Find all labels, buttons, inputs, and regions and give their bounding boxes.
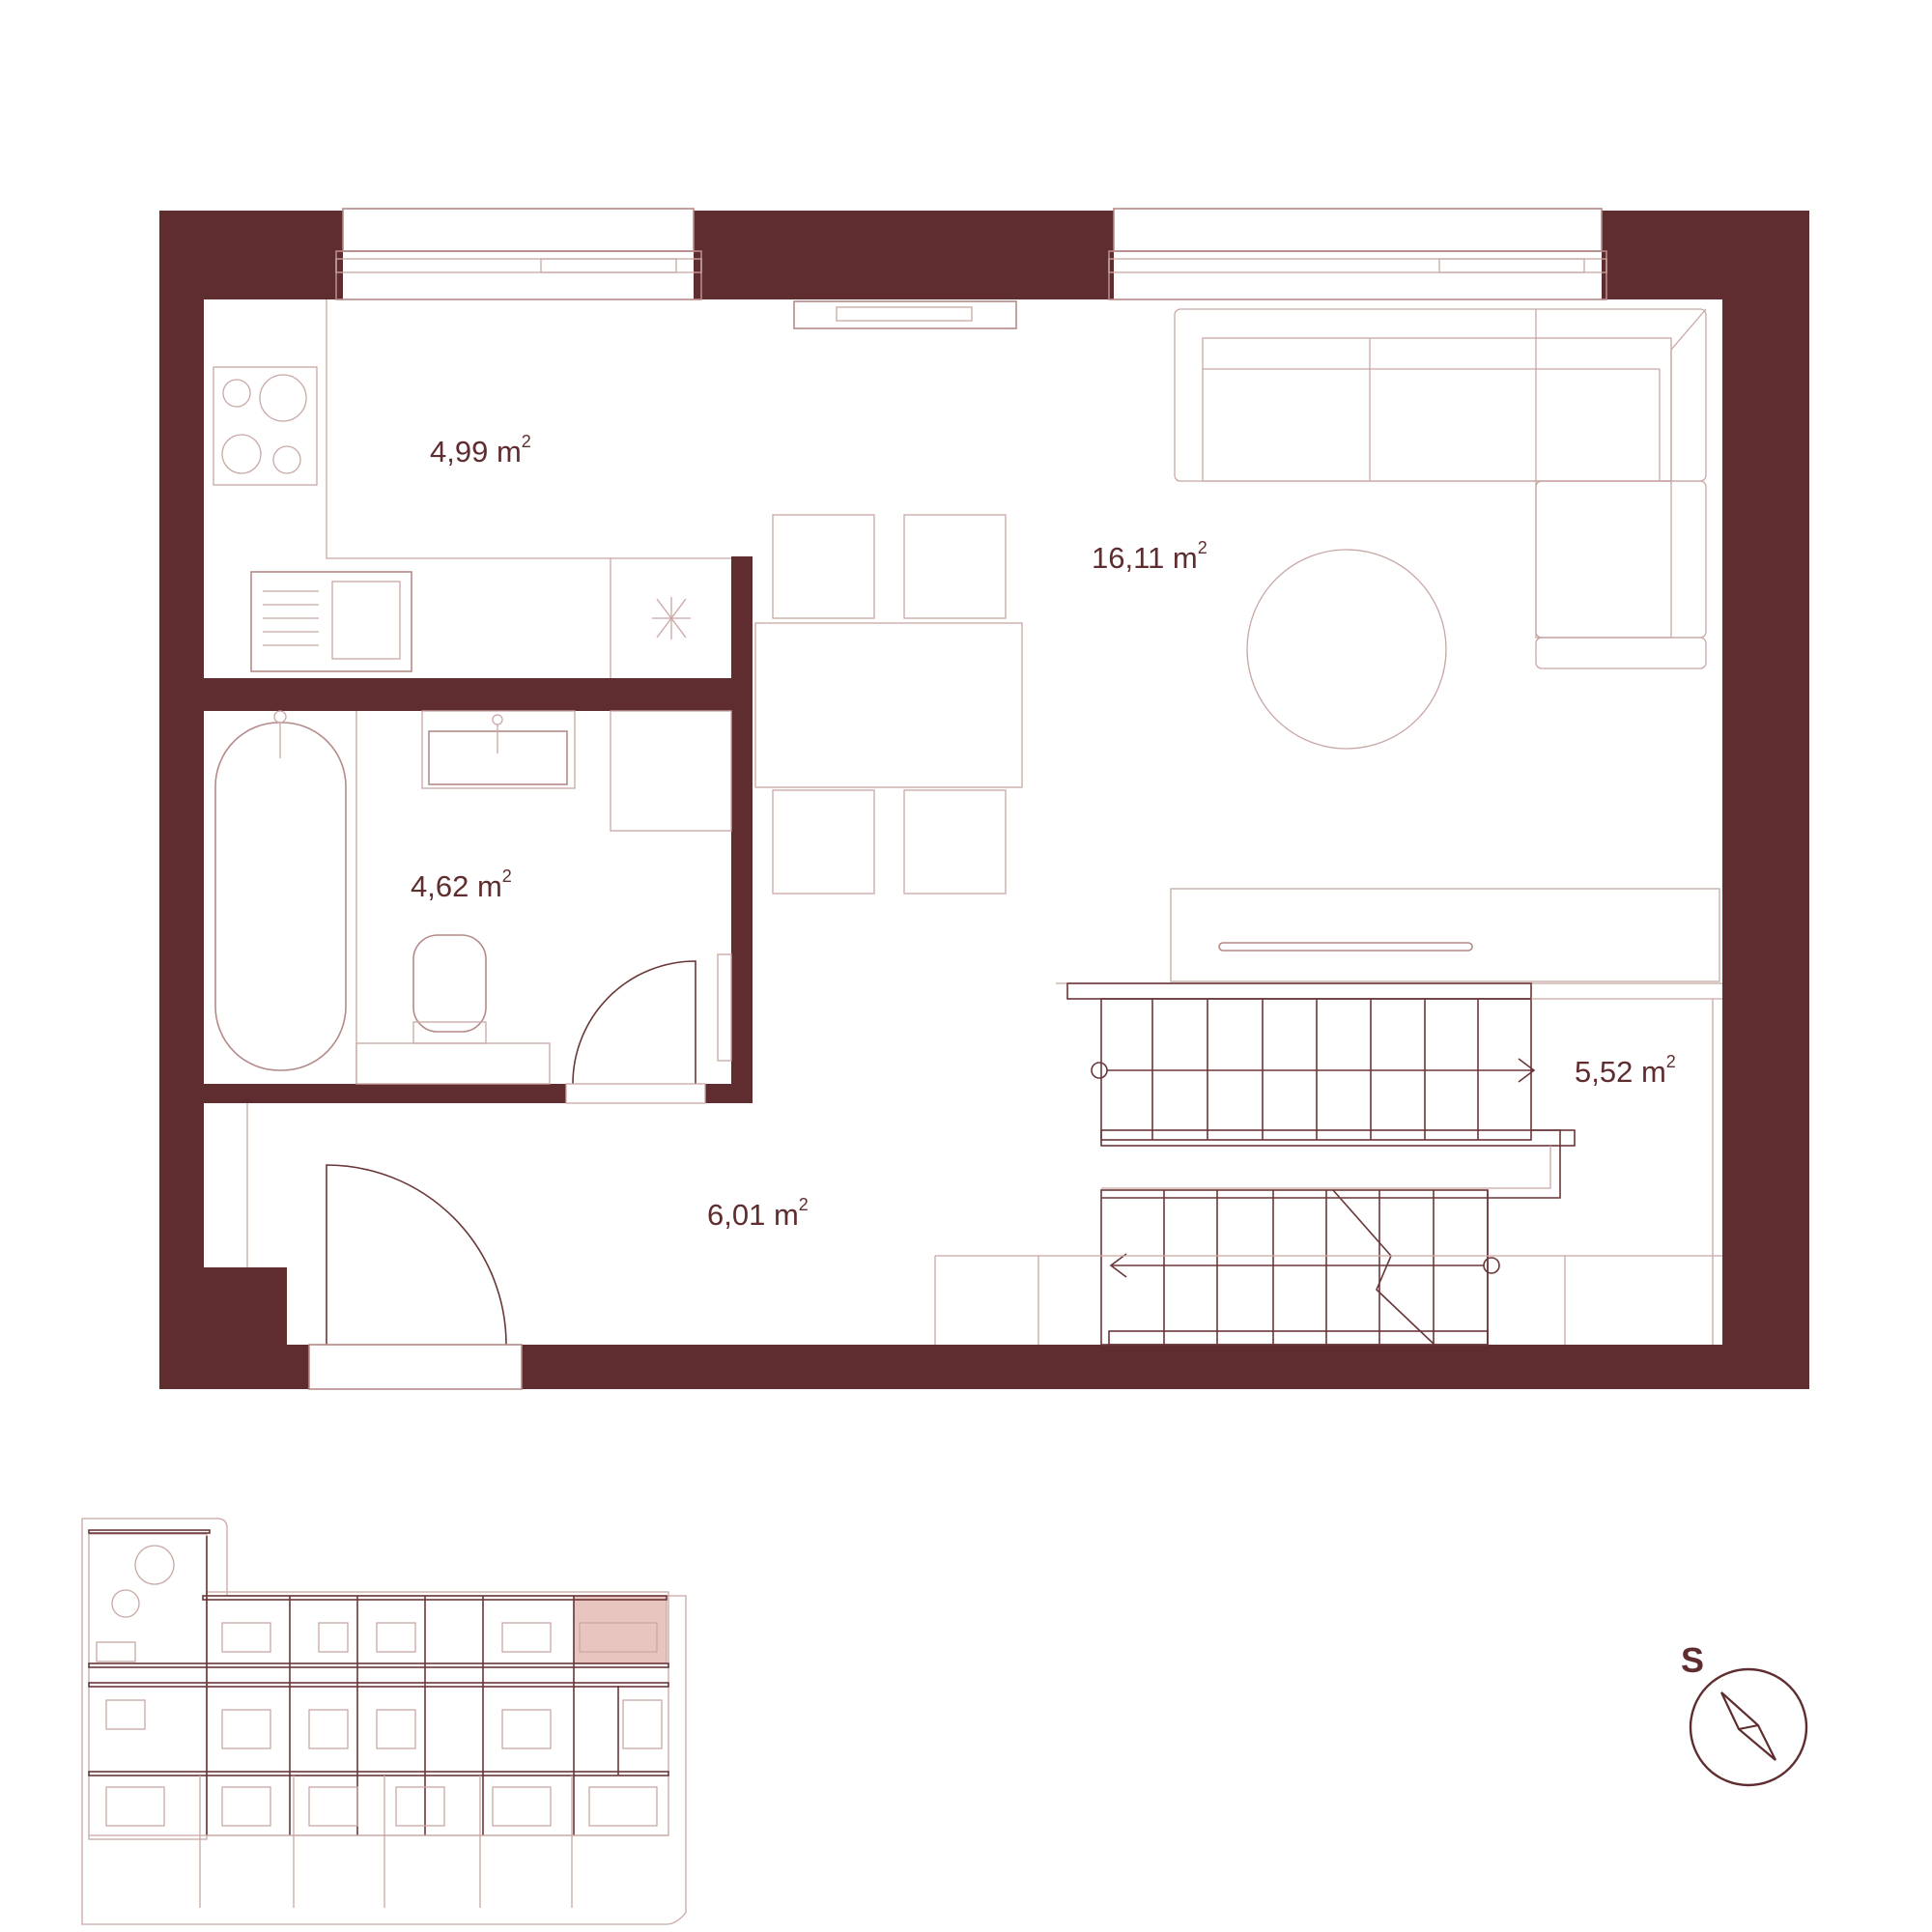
area-label-living: 16,11 m2	[1092, 537, 1208, 575]
window-right	[1108, 208, 1607, 300]
vent	[793, 300, 1017, 329]
area-label-kitchen: 4,99 m2	[430, 431, 531, 469]
area-label-bathroom: 4,62 m2	[411, 866, 512, 903]
sofa	[1174, 308, 1707, 750]
dining-table	[754, 514, 1023, 895]
window-left	[335, 208, 702, 300]
area-label-hall: 6,01 m2	[707, 1194, 809, 1232]
compass-letter: S	[1681, 1640, 1705, 1680]
kitchen-fixtures	[213, 299, 731, 678]
walls	[159, 211, 1809, 1389]
key-plan	[81, 1518, 687, 1925]
area-label-stairs: 5,52 m2	[1575, 1051, 1676, 1089]
bathroom-fixtures	[214, 710, 732, 1085]
compass	[1689, 1667, 1808, 1787]
tv-unit	[1170, 888, 1720, 982]
entry	[246, 1083, 706, 1390]
staircase	[934, 982, 1722, 1346]
